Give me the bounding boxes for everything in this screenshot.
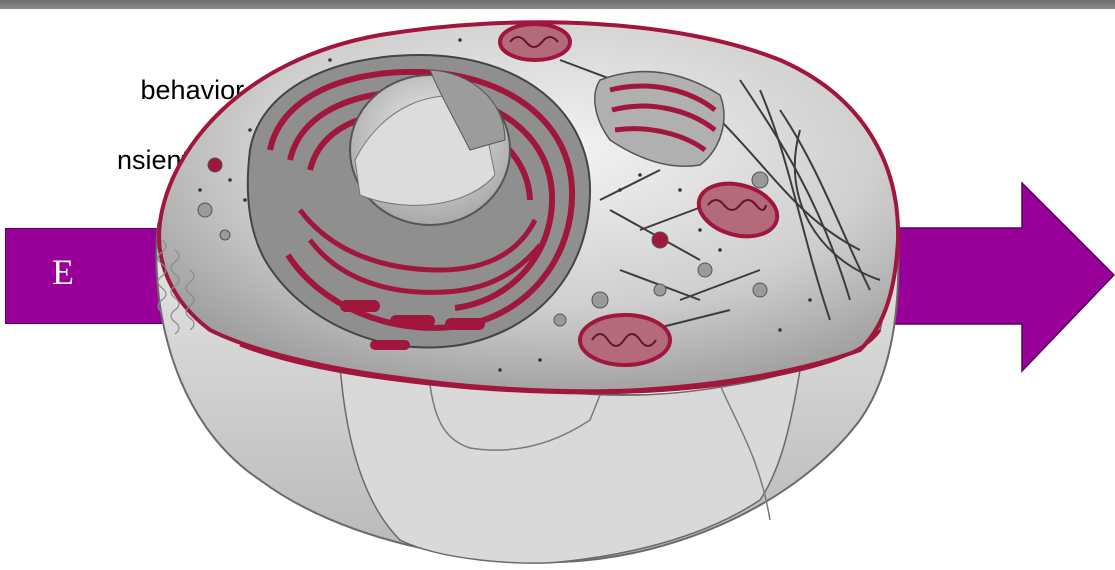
energy-arrow-label: E [52, 251, 74, 293]
cell-cut-face [340, 365, 800, 563]
